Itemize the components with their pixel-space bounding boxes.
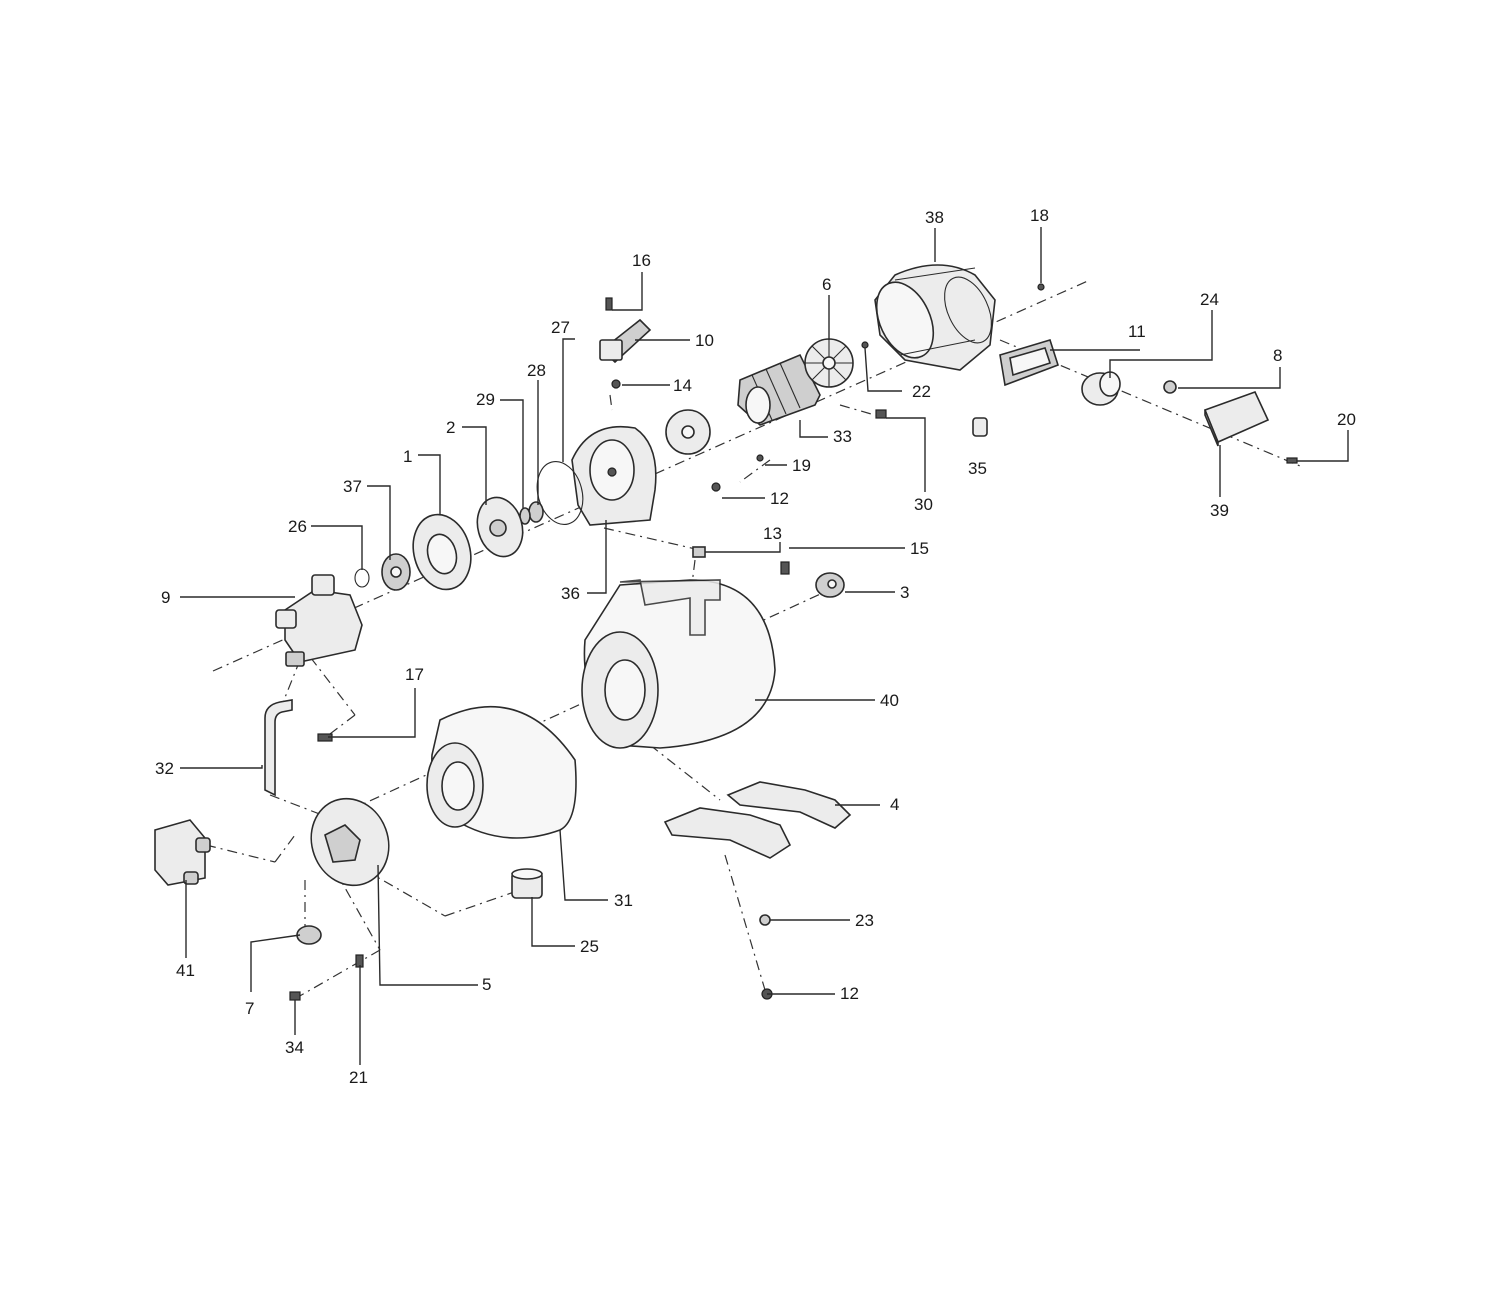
terminal-box-39 bbox=[1203, 390, 1270, 447]
capacitor-24 bbox=[1081, 371, 1121, 406]
pump-casing-9 bbox=[275, 574, 363, 667]
callout-29: 29 bbox=[476, 390, 495, 409]
plug-35 bbox=[972, 417, 988, 437]
foot-4b bbox=[663, 807, 792, 859]
callout-30: 30 bbox=[914, 495, 933, 514]
foot-4a bbox=[726, 781, 852, 829]
cover-11 bbox=[999, 339, 1059, 387]
seal-28-29 bbox=[519, 501, 544, 525]
callout-13: 13 bbox=[763, 524, 782, 543]
screw-15 bbox=[780, 561, 790, 575]
callout-14: 14 bbox=[673, 376, 692, 395]
callout-12a: 12 bbox=[770, 489, 789, 508]
callout-35: 35 bbox=[968, 459, 987, 478]
callout-37: 37 bbox=[343, 477, 362, 496]
callout-33: 33 bbox=[833, 427, 852, 446]
callout-18: 18 bbox=[1030, 206, 1049, 225]
screw-30 bbox=[875, 409, 887, 419]
callout-1: 1 bbox=[403, 447, 412, 466]
callout-34: 34 bbox=[285, 1038, 304, 1057]
impeller-1 bbox=[412, 513, 472, 591]
callout-39: 39 bbox=[1210, 501, 1229, 520]
callout-2: 2 bbox=[446, 418, 455, 437]
screw-16 bbox=[605, 297, 613, 311]
nut-12a bbox=[711, 482, 721, 492]
motor-housing-38 bbox=[874, 264, 996, 371]
pipe-32 bbox=[264, 699, 293, 797]
tank-40 bbox=[581, 579, 776, 749]
washer-23 bbox=[759, 914, 771, 926]
o-ring-26 bbox=[354, 568, 370, 588]
callout-12b: 12 bbox=[840, 984, 859, 1003]
callout-7: 7 bbox=[245, 999, 254, 1018]
impeller-37 bbox=[381, 553, 411, 591]
callout-40: 40 bbox=[880, 691, 899, 710]
callout-6: 6 bbox=[822, 275, 831, 294]
end-plate bbox=[665, 409, 711, 455]
callout-24: 24 bbox=[1200, 290, 1219, 309]
callout-11: 11 bbox=[1128, 322, 1146, 341]
callout-32: 32 bbox=[155, 759, 174, 778]
callout-23: 23 bbox=[855, 911, 874, 930]
callout-27: 27 bbox=[551, 318, 570, 337]
clip-22 bbox=[861, 341, 869, 349]
fan-6 bbox=[804, 338, 854, 388]
callout-9: 9 bbox=[161, 588, 170, 607]
callout-15: 15 bbox=[910, 539, 929, 558]
callout-26: 26 bbox=[288, 517, 307, 536]
screw-19 bbox=[756, 454, 764, 462]
nut-7 bbox=[296, 925, 322, 945]
callout-16: 16 bbox=[632, 251, 651, 270]
callout-4: 4 bbox=[890, 795, 899, 814]
callout-19: 19 bbox=[792, 456, 811, 475]
callout-31: 31 bbox=[614, 891, 633, 910]
stator-33 bbox=[737, 353, 821, 426]
screw-34 bbox=[289, 991, 301, 1001]
pressure-switch-41 bbox=[154, 819, 211, 886]
callout-41: 41 bbox=[176, 961, 195, 980]
pump-body-36 bbox=[571, 425, 657, 526]
screw-20 bbox=[1286, 457, 1298, 464]
flange-5 bbox=[310, 797, 390, 887]
callout-22: 22 bbox=[912, 382, 931, 401]
handle-10 bbox=[599, 318, 652, 364]
callout-17: 17 bbox=[405, 665, 424, 684]
callout-10: 10 bbox=[695, 331, 714, 350]
nut-8 bbox=[1163, 380, 1177, 394]
callout-36: 36 bbox=[561, 584, 580, 603]
cap-3 bbox=[815, 572, 845, 598]
callout-25: 25 bbox=[580, 937, 599, 956]
screw-18 bbox=[1037, 283, 1045, 291]
callout-5: 5 bbox=[482, 975, 491, 994]
callout-8: 8 bbox=[1273, 346, 1282, 365]
callout-28: 28 bbox=[527, 361, 546, 380]
nut-14 bbox=[611, 379, 621, 389]
diffuser-2 bbox=[476, 496, 524, 558]
callout-labels: 1 2 3 4 5 6 7 8 9 10 11 12 12 13 14 15 1… bbox=[155, 206, 1356, 1087]
o-ring-27 bbox=[536, 461, 584, 525]
leader-lines bbox=[180, 227, 1349, 1065]
membrane-31 bbox=[426, 705, 577, 839]
plug-25 bbox=[511, 868, 543, 899]
callout-20: 20 bbox=[1337, 410, 1356, 429]
callout-3: 3 bbox=[900, 583, 909, 602]
plug-13 bbox=[692, 546, 706, 558]
callout-21: 21 bbox=[349, 1068, 368, 1087]
callout-38: 38 bbox=[925, 208, 944, 227]
